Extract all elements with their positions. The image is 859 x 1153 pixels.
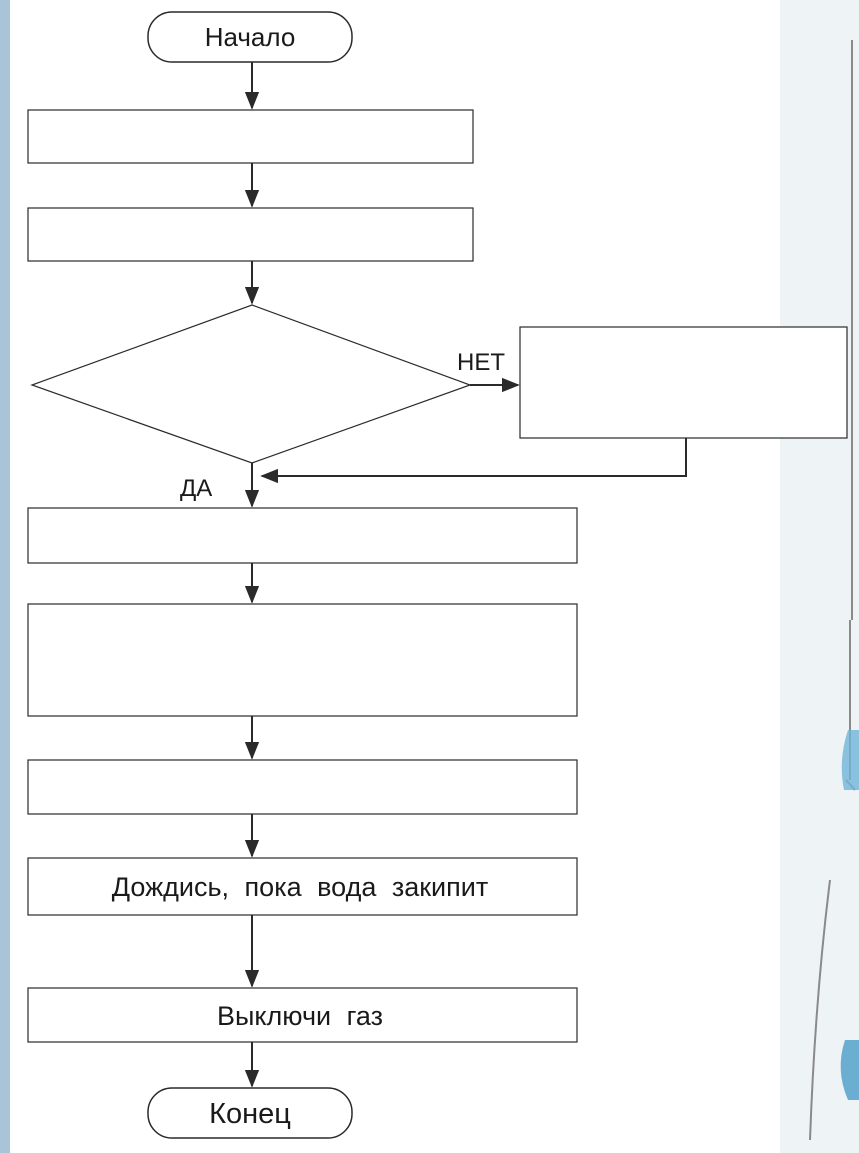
background-sketch — [809, 40, 856, 1141]
process-box-2 — [27, 207, 474, 262]
start-terminal — [147, 11, 353, 63]
process-box-5 — [27, 759, 578, 815]
process-box-1 — [27, 109, 474, 164]
yes-label: ДА — [180, 475, 212, 502]
no-branch-box — [519, 326, 848, 439]
process-box-3 — [27, 507, 578, 564]
process-box-7-label: Выключи газ — [217, 1001, 383, 1031]
page-left-border — [0, 0, 10, 1153]
return-line-no-branch — [260, 438, 687, 484]
background-illustration-bottom — [840, 730, 859, 1100]
end-label: Конец — [209, 1098, 291, 1130]
process-box-7 — [27, 987, 578, 1043]
process-box-6 — [27, 857, 578, 916]
end-terminal — [147, 1087, 353, 1139]
process-box-4 — [27, 603, 578, 717]
no-label: НЕТ — [457, 349, 505, 376]
background-illustration-edge — [780, 0, 859, 1153]
decision-diamond — [30, 304, 472, 464]
start-label: Начало — [205, 22, 296, 52]
process-box-6-label: Дождись, пока вода закипит — [112, 872, 488, 902]
